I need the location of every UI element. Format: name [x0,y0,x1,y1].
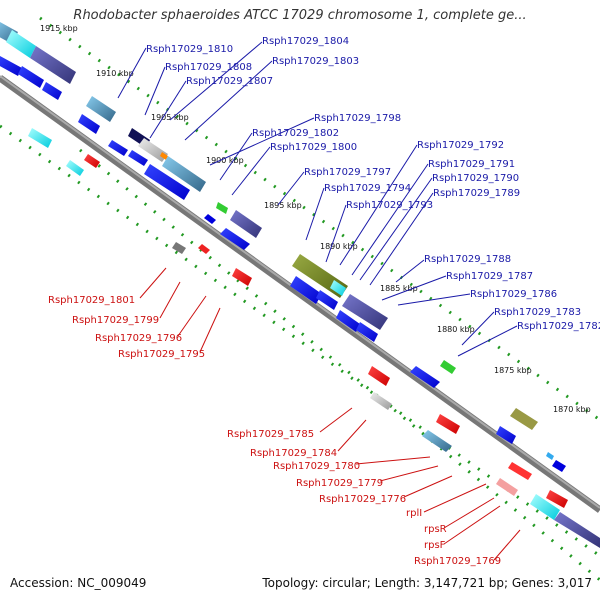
gene-label[interactable]: Rsph17029_1795 [118,349,205,360]
gene-label[interactable]: Rsph17029_1808 [165,62,252,73]
gene-label[interactable]: Rsph17029_1779 [296,478,383,489]
gene-label[interactable]: Rsph17029_1782 [517,321,600,332]
gene-label[interactable]: rplI [406,508,422,519]
gene-label[interactable]: Rsph17029_1791 [428,159,515,170]
forward-leader-lines [117,41,518,357]
gene-label[interactable]: Rsph17029_1810 [146,44,233,55]
gene-label[interactable]: Rsph17029_1792 [417,140,504,151]
ruler-label: 1890 kbp [320,242,358,251]
gene-label[interactable]: Rsph17029_1801 [48,295,135,306]
gene-label[interactable]: Rsph17029_1803 [272,56,359,67]
gene-label[interactable]: Rsph17029_1786 [470,289,557,300]
ruler-label: 1905 kbp [151,113,189,122]
gene-label[interactable]: Rsph17029_1794 [324,183,411,194]
ruler-label: 1885 kbp [380,284,418,293]
ruler-label: 1910 kbp [96,69,134,78]
ruler-label: 1915 kbp [40,24,78,33]
gene-label[interactable]: Rsph17029_1793 [346,200,433,211]
gene-label[interactable]: Rsph17029_1769 [414,556,501,567]
gene-label[interactable]: rpsF [424,540,446,551]
ruler-label: 1895 kbp [264,201,302,210]
gene-label[interactable]: Rsph17029_1776 [319,494,406,505]
gene-label[interactable]: rpsR [424,524,447,535]
gene-label[interactable]: Rsph17029_1802 [252,128,339,139]
ruler-label: 1900 kbp [206,156,244,165]
gene-label[interactable]: Rsph17029_1799 [72,315,159,326]
gene-label[interactable]: Rsph17029_1785 [227,429,314,440]
gene-label[interactable]: Rsph17029_1780 [273,461,360,472]
gene-label[interactable]: Rsph17029_1787 [446,271,533,282]
accession-text: Accession: NC_009049 [10,576,147,590]
gene-label[interactable]: Rsph17029_1797 [304,167,391,178]
gene-label[interactable]: Rsph17029_1804 [262,36,349,47]
reverse-gene-blocks [28,128,600,548]
forward-gene-blocks [0,22,566,472]
chromosome-backbone [0,75,600,513]
ruler-label: 1875 kbp [494,366,532,375]
gene-label[interactable]: Rsph17029_1790 [432,173,519,184]
gene-label[interactable]: Rsph17029_1798 [314,113,401,124]
gene-label[interactable]: Rsph17029_1800 [270,142,357,153]
gene-label[interactable]: Rsph17029_1796 [95,333,182,344]
reverse-leader-lines [139,267,521,561]
inner-track-2 [79,148,600,582]
gene-label[interactable]: Rsph17029_1783 [494,307,581,318]
ruler-label: 1880 kbp [437,325,475,334]
ruler-label: 1870 kbp [553,405,591,414]
genome-summary-text: Topology: circular; Length: 3,147,721 bp… [262,576,592,590]
gene-label[interactable]: Rsph17029_1789 [433,188,520,199]
gene-label[interactable]: Rsph17029_1788 [424,254,511,265]
gene-label[interactable]: Rsph17029_1784 [250,448,337,459]
map-title: Rhodobacter sphaeroides ATCC 17029 chrom… [73,8,527,23]
gene-label[interactable]: Rsph17029_1807 [186,76,273,87]
